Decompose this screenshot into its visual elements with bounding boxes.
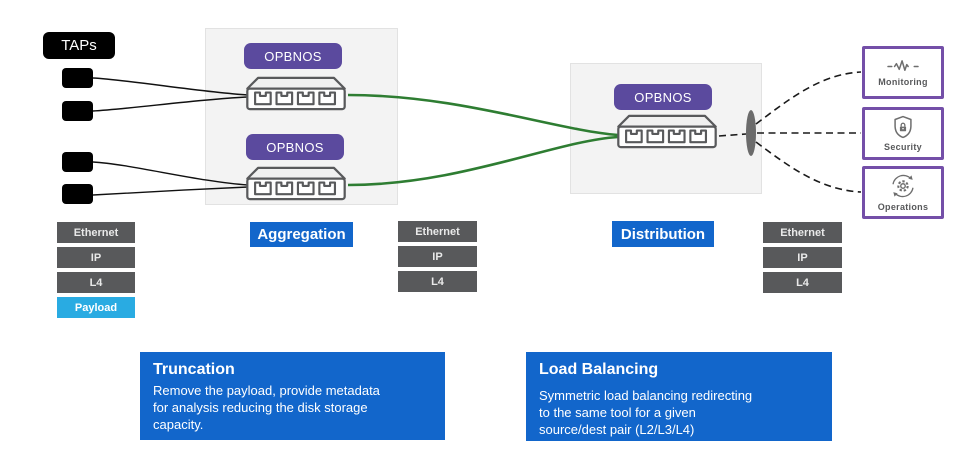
pulse-icon: [887, 59, 919, 71]
tap-box: [62, 68, 93, 88]
truncation-title: Truncation: [153, 361, 235, 378]
load-balancing-title: Load Balancing: [539, 361, 659, 378]
load-balancing-callout: Load Balancing Symmetric load balancing …: [526, 352, 832, 441]
protocol-stack-right: Ethernet IP L4: [763, 222, 842, 293]
stack-row-l4: L4: [398, 271, 477, 292]
aggregation-label: Aggregation: [250, 222, 353, 247]
protocol-stack-middle: Ethernet IP L4: [398, 221, 477, 292]
truncation-callout: Truncation Remove the payload, provide m…: [140, 352, 445, 440]
stack-row-payload: Payload: [57, 297, 135, 318]
stack-row-l4: L4: [57, 272, 135, 293]
stack-row-ip: IP: [763, 247, 842, 268]
tool-box-operations: Operations: [862, 166, 944, 219]
opbnos-badge: OPBNOS: [244, 43, 342, 69]
tool-box-security: Security: [862, 107, 944, 160]
stack-row-ethernet: Ethernet: [398, 221, 477, 242]
taps-label: TAPs: [43, 32, 115, 59]
tool-label: Operations: [877, 202, 929, 212]
shield-lock-icon: [894, 115, 912, 139]
tool-box-monitoring: Monitoring: [862, 46, 944, 99]
stack-row-ethernet: Ethernet: [57, 222, 135, 243]
stack-row-ip: IP: [57, 247, 135, 268]
stack-row-l4: L4: [763, 272, 842, 293]
switch-icon: [246, 166, 346, 201]
tap-box: [62, 101, 93, 121]
tap-box: [62, 184, 93, 204]
switch-icon: [246, 76, 346, 111]
opbnos-badge: OPBNOS: [246, 134, 344, 160]
protocol-stack-left: Ethernet IP L4 Payload: [57, 222, 135, 318]
truncation-body: Remove the payload, provide metadata for…: [153, 383, 380, 433]
tool-label: Security: [884, 142, 922, 152]
load-balancing-body: Symmetric load balancing redirecting to …: [539, 388, 753, 438]
distribution-label: Distribution: [612, 221, 714, 247]
stack-row-ethernet: Ethernet: [763, 222, 842, 243]
gear-sync-icon: [892, 174, 914, 198]
opbnos-badge: OPBNOS: [614, 84, 712, 110]
switch-icon: [617, 114, 717, 149]
stack-row-ip: IP: [398, 246, 477, 267]
tap-box: [62, 152, 93, 172]
tool-label: Monitoring: [878, 76, 928, 87]
